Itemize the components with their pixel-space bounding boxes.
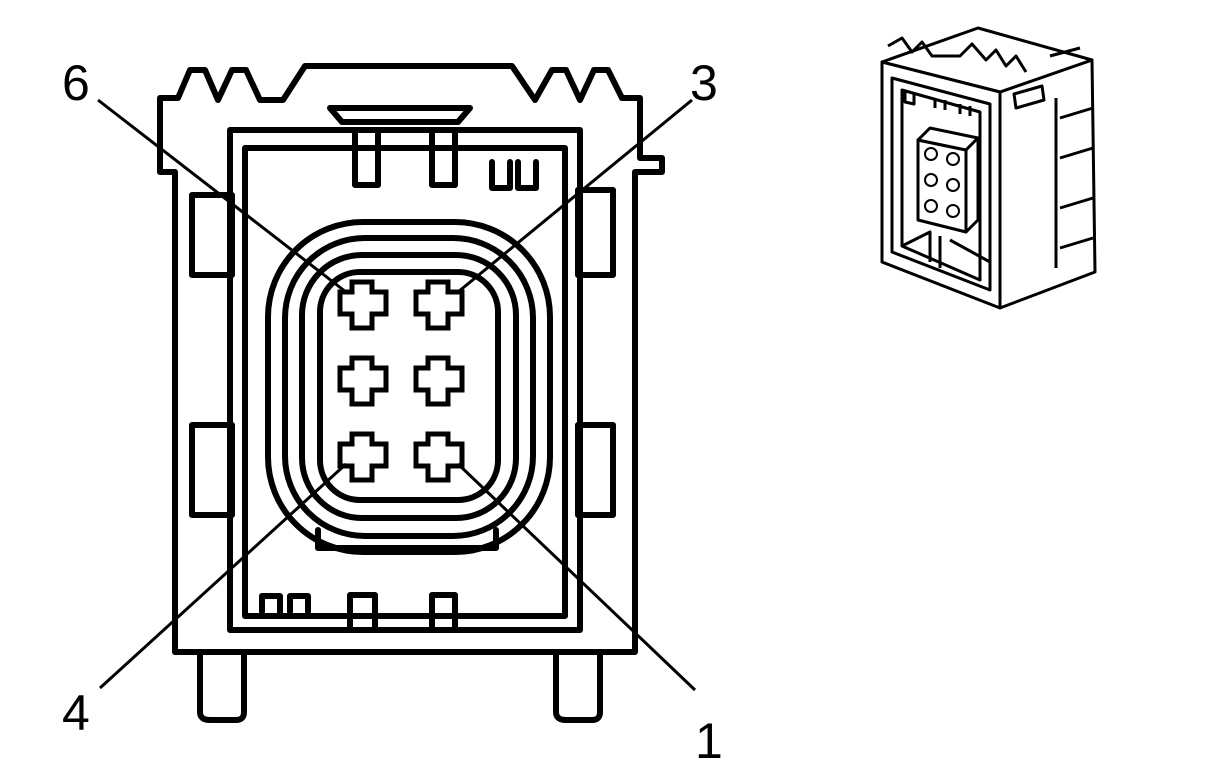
pin-cavity: [317, 269, 501, 503]
leader-line-6: [97, 98, 347, 294]
iso-bottom-rails: [901, 230, 991, 268]
side-block-right-lower: [575, 422, 616, 518]
iso-top-ridges: [887, 36, 1081, 73]
leader-line-4: [98, 462, 348, 690]
side-block-left-lower: [189, 422, 235, 518]
pin-label-1: 1: [695, 713, 723, 769]
terminal-5: [337, 355, 389, 407]
top-notch: [327, 105, 473, 125]
terminal-2: [413, 355, 465, 407]
side-block-right-upper: [575, 187, 616, 278]
leader-line-1: [456, 462, 697, 692]
seal-ring-inner: [299, 252, 519, 521]
iso-top-slots: [903, 92, 972, 116]
iso-terminal: [946, 152, 960, 166]
bottom-small-tabs: [259, 593, 311, 615]
pin-label-3: 3: [690, 55, 718, 111]
terminal-3: [413, 279, 465, 331]
bottom-tab-left: [347, 592, 378, 633]
housing-outline: [157, 63, 665, 655]
top-tab-right: [429, 129, 458, 188]
seal-ring-middle: [282, 235, 536, 539]
top-small-tabs: [489, 159, 539, 191]
pin-label-6: 6: [62, 55, 90, 111]
leader-line-3: [457, 98, 693, 294]
iso-pin-block-side: [964, 136, 980, 234]
seal-bottom-lip: [315, 527, 499, 551]
connector-isometric-view: [880, 26, 1097, 310]
iso-terminal: [946, 178, 960, 192]
iso-latch-tab: [1012, 84, 1046, 110]
connector-face-view: [157, 63, 665, 723]
iso-side-ribs: [1054, 98, 1094, 268]
terminal-1: [413, 431, 465, 483]
seal-ring-outer: [265, 219, 553, 555]
terminal-6: [337, 279, 389, 331]
iso-terminal: [924, 199, 938, 213]
top-tab-left: [352, 129, 381, 188]
pin-label-4: 4: [62, 685, 90, 741]
inner-frame: [227, 127, 583, 633]
iso-terminal: [946, 204, 960, 218]
leader-lines: [97, 98, 697, 692]
terminal-4: [337, 431, 389, 483]
terminal-cavities: [337, 279, 465, 483]
iso-terminals: [924, 147, 960, 218]
leg-right: [553, 649, 603, 723]
iso-terminal: [924, 173, 938, 187]
leg-left: [197, 649, 247, 723]
inner-frame-2: [242, 145, 568, 619]
iso-terminal: [924, 147, 938, 161]
bottom-tab-right: [429, 592, 458, 633]
iso-front-inner: [890, 76, 992, 292]
side-block-left-upper: [189, 192, 235, 278]
iso-front-inner-2: [900, 88, 982, 282]
